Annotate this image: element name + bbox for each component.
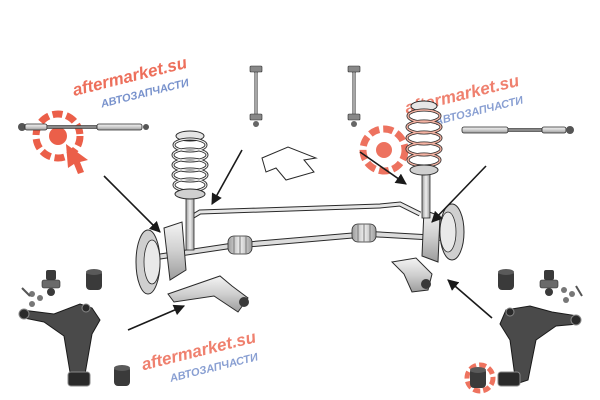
tie-rod-icon: [461, 126, 574, 134]
pointer-arrow: [103, 175, 161, 233]
ball-joint-icon: [539, 270, 559, 296]
cv-boot-left: [227, 235, 253, 255]
watermark-logo-icon: [359, 125, 409, 175]
bushing-icon: [498, 269, 514, 290]
brake-disc-right: [439, 203, 465, 261]
coil-spring-right-highlighted: [405, 100, 443, 219]
bushing-icon: [470, 367, 486, 388]
stabilizer-link-icon: [249, 65, 263, 127]
tie-rod-icon: [18, 123, 149, 131]
pointer-arrow: [127, 304, 186, 331]
ball-joint-right: [539, 270, 559, 296]
silent-block-right: [498, 269, 514, 290]
coil-spring-icon: [405, 100, 443, 219]
ball-joint-left: [41, 270, 61, 296]
pointer-arrow: [359, 151, 407, 185]
pointer-arrows: [103, 149, 493, 331]
coil-spring-left: [171, 130, 209, 251]
silent-block-left: [86, 269, 102, 290]
watermark-bottom: aftermarket.su АВТОЗАПЧАСТИ: [140, 327, 496, 394]
control-arm-icon: [18, 303, 101, 387]
bushing-right-bottom: [470, 367, 486, 388]
brake-disc-left: [135, 229, 161, 295]
coil-spring-icon: [171, 130, 209, 251]
stabilizer-link-icon: [347, 65, 361, 127]
arrow-forward-icon: [261, 146, 318, 181]
steering-knuckle-left: [163, 221, 187, 281]
pointer-arrow: [431, 165, 487, 223]
bolts-left: [21, 287, 43, 307]
control-arm-right: [497, 305, 582, 387]
watermark-center: aftermarket.su АВТОЗАПЧАСТИ: [359, 71, 525, 175]
direction-arrow: [261, 146, 318, 181]
watermark-logo-icon: [32, 110, 88, 174]
bolts-right: [561, 285, 583, 303]
control-arm-left: [18, 303, 101, 387]
installed-control-arm-left: [167, 275, 249, 313]
bushing-left-bottom: [114, 365, 130, 386]
stabilizer-link-right: [347, 65, 361, 127]
bushing-icon: [114, 365, 130, 386]
bushing-icon: [86, 269, 102, 290]
axle-assembly: [135, 201, 465, 295]
pointer-arrow: [447, 279, 493, 319]
cv-boot-right: [351, 223, 377, 243]
stabilizer-link-left: [249, 65, 263, 127]
pointer-arrow: [211, 149, 243, 205]
watermark-left: aftermarket.su АВТОЗАПЧАСТИ: [32, 53, 191, 174]
tie-rod-left: [18, 123, 149, 131]
tie-rod-right: [461, 126, 574, 134]
control-arm-icon: [497, 305, 582, 387]
ball-joint-icon: [41, 270, 61, 296]
